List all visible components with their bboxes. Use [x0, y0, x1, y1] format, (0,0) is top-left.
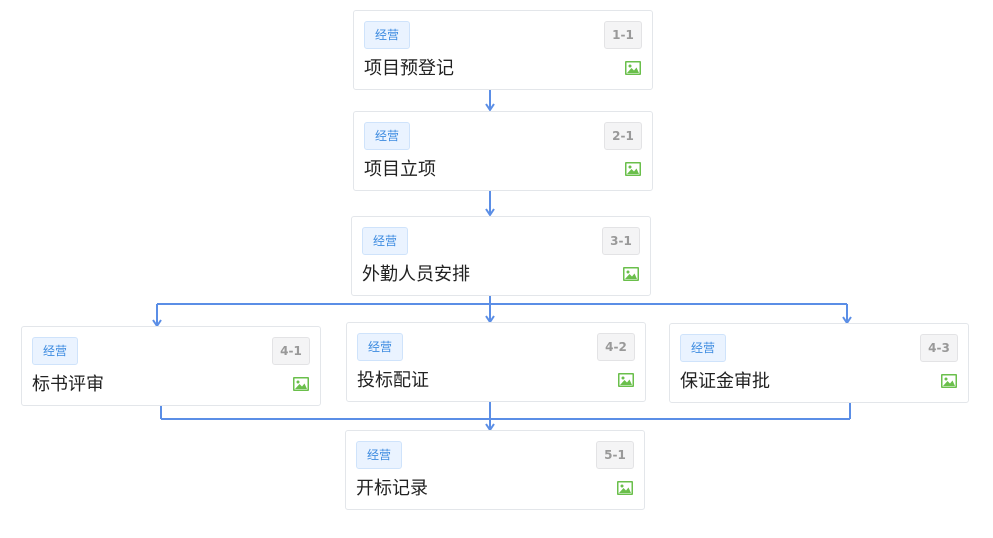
dept-tag: 经营 — [32, 337, 79, 365]
node-title: 外勤人员安排 — [362, 264, 470, 285]
dept-tag: 经营 — [357, 333, 404, 361]
image-icon[interactable] — [617, 481, 633, 495]
dept-tag: 经营 — [362, 227, 409, 255]
dept-tag: 经营 — [356, 441, 403, 469]
node-title: 标书评审 — [32, 374, 104, 395]
step-badge: 4-3 — [920, 334, 958, 362]
dept-tag: 经营 — [680, 334, 727, 362]
step-badge: 3-1 — [602, 227, 640, 255]
step-badge: 1-1 — [604, 21, 642, 49]
node-2-1[interactable]: 经营 2-1 项目立项 — [353, 111, 653, 191]
dept-tag: 经营 — [364, 122, 411, 150]
step-badge: 4-2 — [597, 333, 635, 361]
image-icon[interactable] — [625, 162, 641, 176]
image-icon[interactable] — [941, 374, 957, 388]
node-5-1[interactable]: 经营 5-1 开标记录 — [345, 430, 645, 510]
image-icon[interactable] — [618, 373, 634, 387]
node-title: 保证金审批 — [680, 371, 770, 392]
arrowhead — [485, 208, 495, 217]
node-4-1[interactable]: 经营 4-1 标书评审 — [21, 326, 321, 406]
node-title: 投标配证 — [357, 370, 429, 391]
image-icon[interactable] — [623, 267, 639, 281]
step-badge: 4-1 — [272, 337, 310, 365]
node-title: 项目预登记 — [364, 58, 454, 79]
step-badge: 5-1 — [596, 441, 634, 469]
node-1-1[interactable]: 经营 1-1 项目预登记 — [353, 10, 653, 90]
arrowhead — [485, 103, 495, 112]
image-icon[interactable] — [625, 61, 641, 75]
node-3-1[interactable]: 经营 3-1 外勤人员安排 — [351, 216, 651, 296]
node-title: 开标记录 — [356, 478, 428, 499]
node-title: 项目立项 — [364, 159, 436, 180]
dept-tag: 经营 — [364, 21, 411, 49]
image-icon[interactable] — [293, 377, 309, 391]
step-badge: 2-1 — [604, 122, 642, 150]
node-4-2[interactable]: 经营 4-2 投标配证 — [346, 322, 646, 402]
node-4-3[interactable]: 经营 4-3 保证金审批 — [669, 323, 969, 403]
